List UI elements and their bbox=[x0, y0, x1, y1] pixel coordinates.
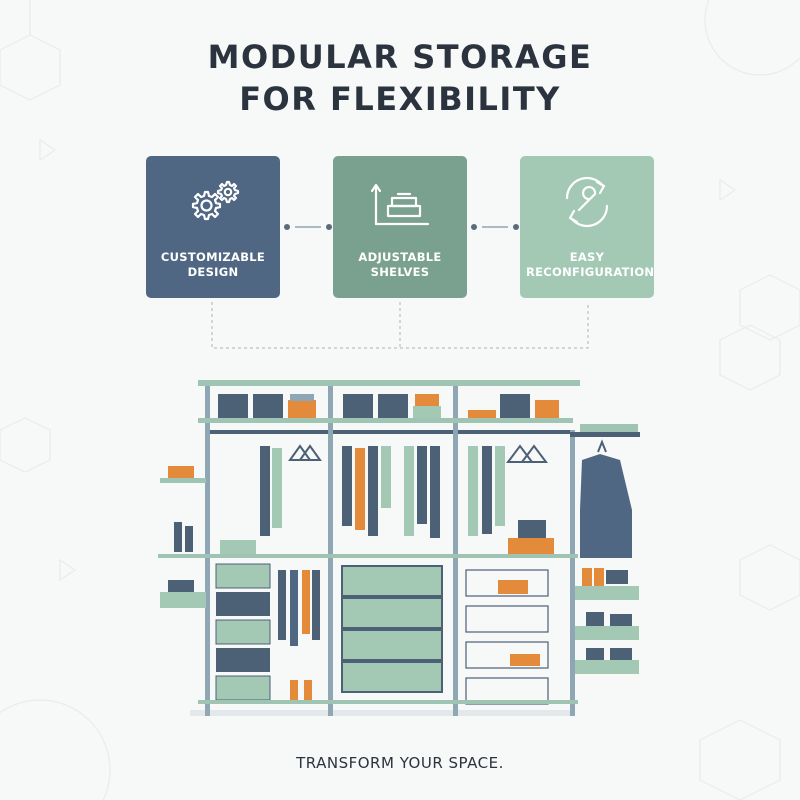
feature-card-adjustable-shelves: ADJUSTABLE SHELVES bbox=[333, 156, 467, 298]
feature-card-easy-reconfiguration: EASY RECONFIGURATION bbox=[520, 156, 654, 298]
wrench-cycle-icon bbox=[565, 176, 609, 228]
title-line-2: FOR FLEXIBILITY bbox=[239, 80, 561, 118]
title-line-1: MODULAR STORAGE bbox=[207, 38, 593, 76]
feature-label: CUSTOMIZABLE DESIGN bbox=[160, 250, 266, 279]
shelf-height-icon bbox=[370, 183, 430, 226]
page-title: MODULAR STORAGE FOR FLEXIBILITY bbox=[0, 36, 800, 120]
gears-icon bbox=[191, 180, 240, 221]
card-connector bbox=[284, 224, 332, 230]
dashed-guide-lines bbox=[211, 302, 589, 349]
feature-label: ADJUSTABLE SHELVES bbox=[358, 250, 442, 279]
closet-illustration bbox=[158, 380, 640, 716]
feature-label: EASY RECONFIGURATION bbox=[526, 250, 655, 279]
feature-card-customizable-design: CUSTOMIZABLE DESIGN bbox=[146, 156, 280, 298]
card-connector bbox=[471, 224, 519, 230]
tagline: TRANSFORM YOUR SPACE. bbox=[296, 754, 504, 772]
